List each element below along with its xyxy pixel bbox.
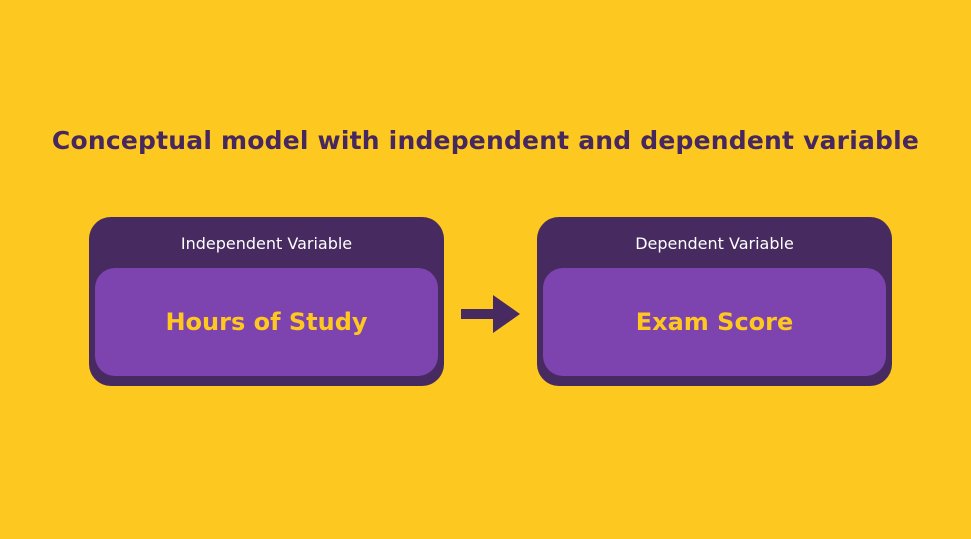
dependent-variable-box: Dependent Variable Exam Score <box>537 217 892 386</box>
dependent-variable-value: Exam Score <box>635 308 794 336</box>
independent-variable-box: Independent Variable Hours of Study <box>89 217 444 386</box>
independent-variable-inner: Hours of Study <box>95 268 438 376</box>
dependent-variable-label: Dependent Variable <box>635 234 794 253</box>
diagram-title: Conceptual model with independent and de… <box>51 126 920 155</box>
independent-variable-value: Hours of Study <box>165 308 368 336</box>
independent-variable-label: Independent Variable <box>180 234 353 253</box>
arrow-right-icon <box>461 295 520 333</box>
dependent-variable-inner: Exam Score <box>543 268 886 376</box>
